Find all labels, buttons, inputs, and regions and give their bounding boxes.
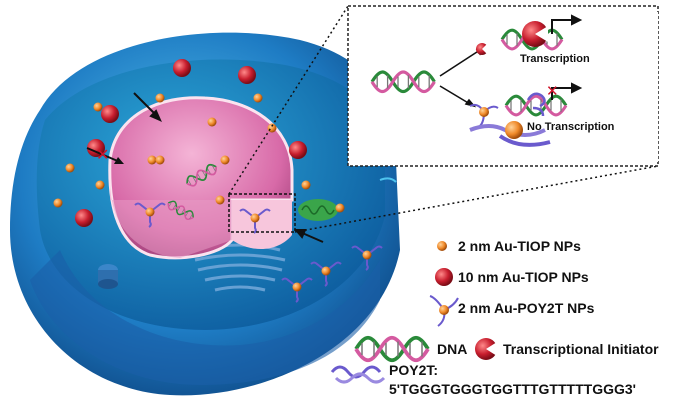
poy2t-sequence: 5'TGGGTGGGTGGTTTGTTTTTGGG3' xyxy=(389,381,636,397)
zoom-lines xyxy=(228,5,659,233)
entry-arrows xyxy=(133,92,324,243)
incoming-au-poy2t-np xyxy=(469,103,499,127)
no-transcription-label: No Transcription xyxy=(527,121,615,133)
poy2t-strand-icon xyxy=(330,365,386,384)
legend: 2 nm Au-TIOP NPs 10 nm Au-TIOP NPs 2 nm … xyxy=(330,238,659,397)
transcription-label: Transcription xyxy=(520,53,590,65)
blocked-entry-arrow: ✕ xyxy=(86,145,124,164)
blocked-transcription-arrow xyxy=(551,82,583,100)
initiator-bound-icon xyxy=(522,21,548,47)
nanoparticle-with-quadruplex-strands-icon xyxy=(429,295,459,327)
transcriptional-initiator-icon xyxy=(476,43,488,55)
inset-panel: Transcription ✕ No Transcription xyxy=(347,5,659,167)
svg-text:✕: ✕ xyxy=(96,145,109,164)
legend-item-10nm-tiop: 10 nm Au-TIOP NPs xyxy=(435,268,589,286)
nucleus xyxy=(108,96,294,260)
legend-label-10nm-tiop: 10 nm Au-TIOP NPs xyxy=(458,269,589,285)
legend-label-initiator: Transcriptional Initiator xyxy=(503,341,659,357)
golgi xyxy=(194,243,286,292)
cell: ✕ xyxy=(10,32,400,396)
legend-item-2nm-poy2t: 2 nm Au-POY2T NPs xyxy=(429,295,595,327)
small-orange-nanoparticle-icon xyxy=(437,241,447,251)
legend-item-initiator: Transcriptional Initiator xyxy=(475,338,659,360)
legend-item-poy2t: POY2T: 5'TGGGTGGGTGGTTTGTTTTTGGG3' xyxy=(330,362,636,397)
dna-icon xyxy=(354,335,430,363)
transcription-start-arrow xyxy=(551,14,583,34)
svg-text:✕: ✕ xyxy=(546,82,559,100)
legend-label-dna: DNA xyxy=(437,341,467,357)
legend-item-dna: DNA xyxy=(354,335,467,363)
mitochondrion xyxy=(298,199,338,221)
legend-label-2nm-tiop: 2 nm Au-TIOP NPs xyxy=(458,238,581,254)
legend-label-2nm-poy2t: 2 nm Au-POY2T NPs xyxy=(458,300,595,316)
transcriptional-initiator-legend-icon xyxy=(475,338,497,360)
poy2t-label: POY2T: xyxy=(389,362,438,378)
legend-item-2nm-tiop: 2 nm Au-TIOP NPs xyxy=(437,238,581,254)
zoom-region xyxy=(228,193,296,233)
quadruplex-on-dna xyxy=(526,92,546,117)
large-red-nanoparticle-icon xyxy=(435,268,453,286)
au-poy2t-np-detail xyxy=(469,121,551,147)
